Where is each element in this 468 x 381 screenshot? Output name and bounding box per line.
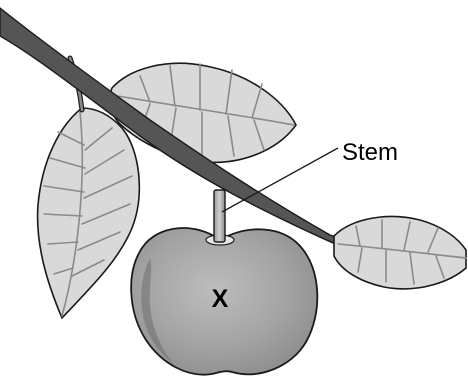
leaf-left: [36, 107, 141, 319]
stem-label: Stem: [342, 139, 398, 166]
apple-stem: [213, 189, 226, 243]
stem-leader-line: [221, 147, 339, 213]
leaf-right: [333, 215, 467, 290]
apple-fruit: [130, 227, 319, 376]
fruit-marker-label: X: [212, 285, 229, 313]
